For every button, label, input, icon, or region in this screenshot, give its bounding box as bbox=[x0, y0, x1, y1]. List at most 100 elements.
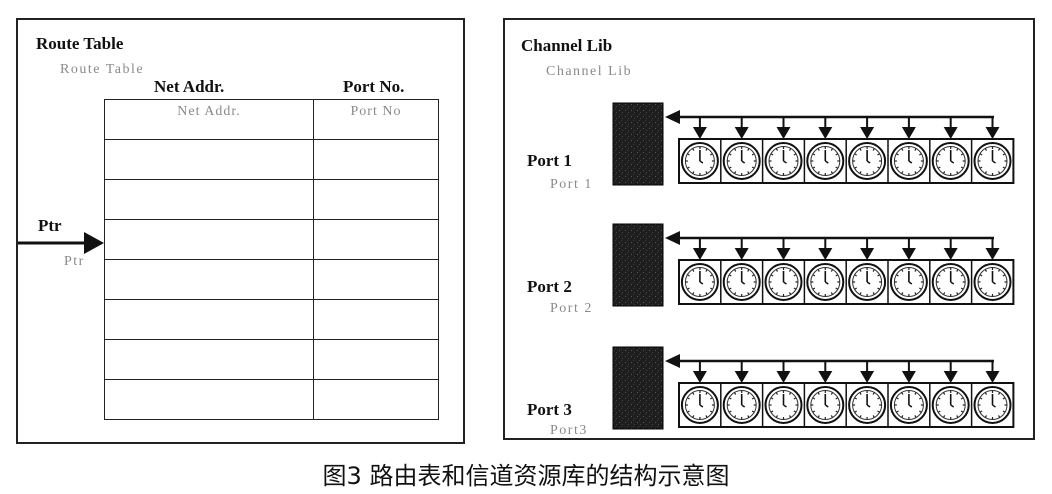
port-block bbox=[612, 346, 664, 430]
port-no-ghost: Port No bbox=[350, 104, 402, 119]
channel-lib-title: Channel Lib bbox=[521, 36, 613, 55]
port-no-header: Port No. bbox=[343, 77, 405, 96]
port-no-cell: Port No bbox=[313, 99, 439, 140]
table-row bbox=[104, 139, 439, 180]
feedback-arrowhead bbox=[665, 354, 680, 368]
pointer-label: Ptr bbox=[38, 216, 62, 235]
port-2-group bbox=[612, 223, 1015, 307]
route-table: Net Addr. Port No bbox=[104, 99, 439, 420]
clock-icon bbox=[806, 263, 845, 301]
channel-arrowhead bbox=[734, 248, 749, 260]
channel-arrowhead bbox=[734, 127, 749, 139]
clock-icon bbox=[764, 386, 803, 424]
channel-arrowhead bbox=[692, 248, 707, 260]
channel-arrowhead bbox=[860, 371, 875, 383]
channel-arrowhead bbox=[901, 127, 916, 139]
route-table-title: Route Table bbox=[36, 34, 124, 53]
clock-icon bbox=[806, 142, 845, 180]
clock-icon bbox=[889, 142, 928, 180]
ports-layer bbox=[612, 102, 1015, 430]
port-1-group bbox=[612, 102, 1015, 186]
clock-icon bbox=[931, 263, 970, 301]
clock-icon bbox=[973, 263, 1012, 301]
clock-icon bbox=[973, 142, 1012, 180]
clock-icon bbox=[680, 386, 719, 424]
table-row bbox=[104, 219, 439, 260]
channel-arrowhead bbox=[985, 371, 1000, 383]
channel-arrowhead bbox=[985, 248, 1000, 260]
table-row bbox=[104, 379, 439, 420]
clock-icon bbox=[680, 142, 719, 180]
clock-icon bbox=[722, 142, 761, 180]
table-row bbox=[104, 259, 439, 300]
net-addr-cell bbox=[104, 299, 314, 340]
net-addr-cell bbox=[104, 259, 314, 300]
net-addr-cell: Net Addr. bbox=[104, 99, 314, 140]
port-2-ghost: Port 2 bbox=[550, 301, 593, 316]
clock-icon bbox=[931, 142, 970, 180]
clock-icon bbox=[722, 386, 761, 424]
port-3-ghost: Port3 bbox=[550, 423, 588, 438]
clock-icon bbox=[973, 386, 1012, 424]
port-3-label: Port 3 bbox=[527, 400, 572, 419]
clock-icon bbox=[848, 142, 887, 180]
channel-arrowhead bbox=[860, 248, 875, 260]
port-3-group bbox=[612, 346, 1015, 430]
channel-lib-panel bbox=[503, 18, 1035, 440]
port-no-cell bbox=[313, 179, 439, 220]
channel-arrowhead bbox=[818, 248, 833, 260]
channel-arrowhead bbox=[943, 127, 958, 139]
port-no-cell bbox=[313, 139, 439, 180]
clock-icon bbox=[889, 386, 928, 424]
pointer-arrow bbox=[18, 232, 104, 254]
feedback-arrowhead bbox=[665, 231, 680, 245]
net-addr-cell bbox=[104, 339, 314, 380]
clock-icon bbox=[722, 263, 761, 301]
net-addr-cell bbox=[104, 379, 314, 420]
channel-arrowhead bbox=[776, 127, 791, 139]
port-no-cell bbox=[313, 339, 439, 380]
port-1-ghost: Port 1 bbox=[550, 177, 593, 192]
channel-arrowhead bbox=[692, 127, 707, 139]
net-addr-cell bbox=[104, 139, 314, 180]
net-addr-ghost: Net Addr. bbox=[177, 104, 241, 119]
channel-arrowhead bbox=[943, 371, 958, 383]
net-addr-header: Net Addr. bbox=[154, 77, 225, 96]
table-row bbox=[104, 179, 439, 220]
port-no-cell bbox=[313, 299, 439, 340]
port-no-cell bbox=[313, 219, 439, 260]
clock-icon bbox=[931, 386, 970, 424]
channel-lib-title-ghost: Channel Lib bbox=[546, 64, 633, 79]
channel-arrowhead bbox=[818, 371, 833, 383]
channel-arrowhead bbox=[734, 371, 749, 383]
channel-arrowhead bbox=[692, 371, 707, 383]
channel-arrowhead bbox=[901, 248, 916, 260]
port-no-cell bbox=[313, 259, 439, 300]
channel-arrowhead bbox=[985, 127, 1000, 139]
pointer-label-ghost: Ptr bbox=[64, 254, 85, 269]
table-row bbox=[104, 339, 439, 380]
clock-icon bbox=[764, 142, 803, 180]
clock-icon bbox=[680, 263, 719, 301]
channel-arrowhead bbox=[943, 248, 958, 260]
channel-arrowhead bbox=[776, 371, 791, 383]
channel-arrowhead bbox=[860, 127, 875, 139]
table-row: Net Addr. Port No bbox=[104, 99, 439, 140]
port-2-label: Port 2 bbox=[527, 277, 572, 296]
channel-arrowhead bbox=[818, 127, 833, 139]
channel-arrowhead bbox=[776, 248, 791, 260]
port-no-cell bbox=[313, 379, 439, 420]
port-block bbox=[612, 102, 664, 186]
figure-caption: 图3 路由表和信道资源库的结构示意图 bbox=[322, 462, 730, 490]
port-1-label: Port 1 bbox=[527, 151, 572, 170]
port-block bbox=[612, 223, 664, 307]
clock-icon bbox=[848, 263, 887, 301]
feedback-arrowhead bbox=[665, 110, 680, 124]
clock-icon bbox=[889, 263, 928, 301]
clock-icon bbox=[848, 386, 887, 424]
table-row bbox=[104, 299, 439, 340]
clock-icon bbox=[764, 263, 803, 301]
clock-icon bbox=[806, 386, 845, 424]
channel-arrowhead bbox=[901, 371, 916, 383]
